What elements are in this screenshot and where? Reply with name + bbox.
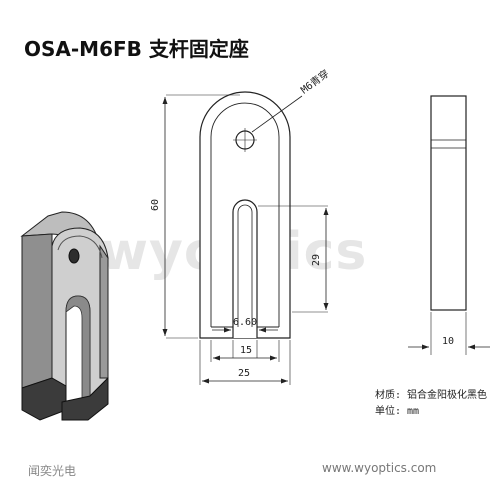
m6-leader [251,95,303,133]
side-view [430,95,467,311]
front-dimensions [162,94,329,385]
front-slot [232,199,258,338]
dim-label-60: 60 [150,199,161,211]
iso-bottom-right [61,376,109,421]
iso-hole [68,248,80,264]
front-inner-outline [210,102,280,327]
dim-label-25: 25 [238,368,250,379]
front-view [199,91,303,339]
side-outline [430,95,467,311]
material-note: 材质: 铝合金阳极化黑色 单位: mm [375,388,487,420]
website-link[interactable]: www.wyoptics.com [322,461,437,475]
unit-line: 单位: mm [375,406,420,417]
company-name: 闻奕光电 [28,464,77,478]
iso-slot-inner [65,295,91,401]
material-line: 材质: 铝合金阳极化黑色 [375,390,488,401]
isometric-view [20,211,109,421]
dim-label-m6: M6青穿 [298,67,331,97]
iso-arch-inner [57,235,103,259]
iso-left-side [21,233,53,389]
dim-label-6-60: 6.60 [233,317,257,328]
front-slot-inner [237,204,253,327]
dim-label-29: 29 [311,254,322,266]
page-title: OSA-M6FB 支杆固定座 [24,37,249,61]
side-dimensions [408,312,490,355]
iso-right-side [99,244,109,379]
dim-label-10: 10 [442,336,454,347]
dim-label-15: 15 [240,345,252,356]
